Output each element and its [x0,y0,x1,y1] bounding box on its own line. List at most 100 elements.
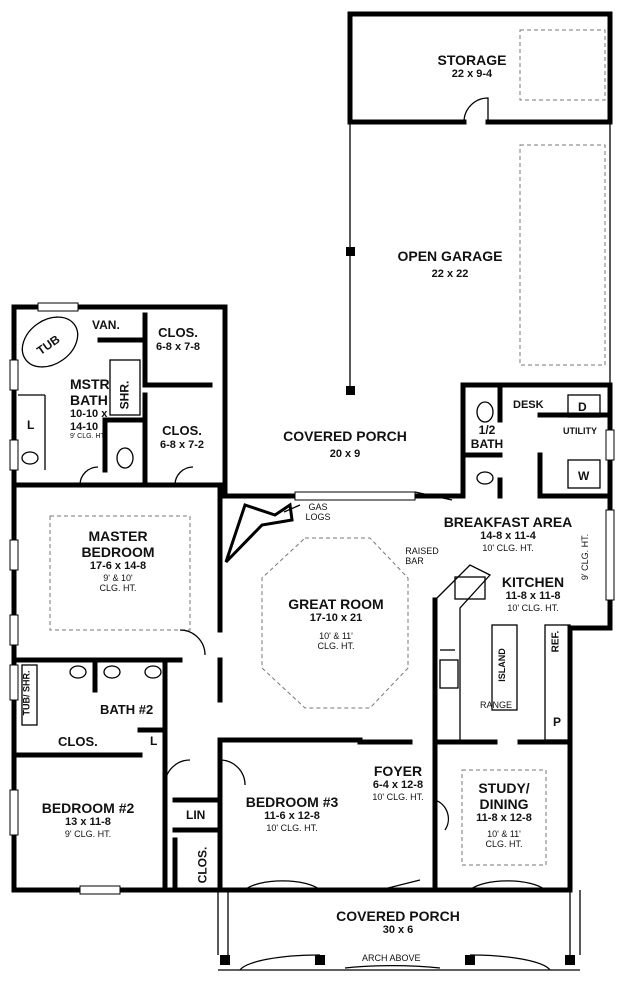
clos1-name: CLOS. [158,325,198,340]
clos3-label: CLOS. [58,734,98,749]
foyer-dims: 6-4 x 12-8 [372,779,424,792]
gas-logs-1: GAS [308,502,328,512]
clos4-label: CLOS. [195,846,210,884]
storage-dims: 22 x 9-4 [451,68,493,81]
great-room-name: GREAT ROOM [288,596,384,612]
study-clg2: CLG. HT. [485,839,523,850]
master-clg1: 9' & 10' [103,572,133,583]
great-room-label: GREAT ROOM 17-10 x 21 10' & 11' CLG. HT. [288,596,383,651]
garage-name: OPEN GARAGE [397,248,503,264]
porch-front-name: COVERED PORCH [336,908,460,924]
half-bath-name1: 1/2 [478,423,496,437]
d-label: D [578,400,587,414]
porch-back-dims: 20 x 9 [329,448,361,461]
study-label: STUDY/ DINING 11-8 x 12-8 10' & 11' CLG.… [476,780,532,850]
kitchen-dims: 11-8 x 11-8 [505,590,561,603]
raised-bar-2: BAR [405,556,424,567]
porch-back-name: COVERED PORCH [283,428,407,444]
kitchen-label: KITCHEN 11-8 x 11-8 10' CLG. HT. [502,574,564,613]
side-clg-label: 9' CLG. HT. [580,533,591,581]
bedroom2-dims: 13 x 11-8 [65,816,111,829]
study-name1: STUDY/ [478,780,530,796]
study-dims: 11-8 x 12-8 [476,812,532,825]
study-clg1: 10' & 11' [487,828,521,839]
master-name2: BEDROOM [81,544,155,561]
ref-label: REF. [550,630,562,653]
kitchen-clg: 10' CLG. HT. [507,602,559,613]
p-label: P [553,715,562,729]
clos2-name: CLOS. [162,423,202,438]
clos2-label: CLOS. 6-8 x 7-2 [159,423,205,452]
front-porch [217,880,581,971]
foyer-name: FOYER [373,763,423,779]
desk-label: DESK [513,399,544,411]
half-bath-label: 1/2 BATH [470,423,504,452]
porch-front-dims: 30 x 6 [382,924,414,937]
clos1-label: CLOS. 6-8 x 7-8 [155,325,201,354]
island-label: ISLAND [496,648,507,682]
range-label: RANGE [480,700,513,710]
breakfast-clg: 10' CLG. HT. [482,542,534,553]
bath2-label: BATH #2 [100,702,154,717]
bedroom3-dims: 11-6 x 12-8 [264,810,320,823]
bedroom2-label: BEDROOM #2 13 x 11-8 9' CLG. HT. [42,800,135,839]
bedroom3-name: BEDROOM #3 [245,794,339,810]
gas-logs-label: GAS LOGS [305,502,330,523]
master-ceiling [49,515,191,631]
breakfast-label: BREAKFAST AREA 14-8 x 11-4 10' CLG. HT. [444,514,573,553]
kitchen-counters [434,564,571,742]
mstr-bath-name1: MSTR [70,376,110,392]
bedroom2-name: BEDROOM #2 [41,800,135,816]
mstr-bath-dims2: 14-10 [70,420,99,433]
garage-dims: 22 x 22 [431,268,469,281]
great-room-ceiling [261,537,409,709]
fireplace [224,502,301,564]
arch-label: ARCH ABOVE [362,953,421,963]
bedroom2-clg: 9' CLG. HT. [64,828,112,839]
interior-walls [11,312,613,893]
half-bath-name2: BATH [470,436,504,451]
lin-label: LIN [186,808,206,822]
l2-label: L [150,734,158,748]
master-dims: 17-6 x 14-8 [89,560,147,573]
porch-back-label: COVERED PORCH 20 x 9 [283,428,407,461]
doors [79,466,453,891]
l1-label: L [27,418,35,432]
great-room-dims: 17-10 x 21 [309,612,363,625]
master-name1: MASTER [88,528,148,544]
storage-label: STORAGE 22 x 9-4 [438,52,507,81]
clos2-dims: 6-8 x 7-2 [159,438,205,451]
mstr-bath-clg: 9' CLG. HT. [70,433,106,441]
great-room-clg2: CLG. HT. [317,641,355,652]
foyer-label: FOYER 6-4 x 12-8 10' CLG. HT. [372,763,423,802]
gas-logs-2: LOGS [305,512,331,523]
raised-bar-1: RAISED [405,546,439,556]
garage-walls [346,11,613,395]
storage-name: STORAGE [437,52,507,68]
porch-front-label: COVERED PORCH 30 x 6 [336,908,460,937]
clos1-dims: 6-8 x 7-8 [155,340,201,353]
great-room-clg1: 10' & 11' [319,630,353,641]
master-bedroom-label: MASTER BEDROOM 17-6 x 14-8 9' & 10' CLG.… [81,528,154,594]
foyer-clg: 10' CLG. HT. [372,791,424,802]
study-name2: DINING [479,796,529,813]
breakfast-dims: 14-8 x 11-4 [480,530,536,543]
bedroom3-clg: 10' CLG. HT. [266,822,318,833]
bath-fixtures [18,316,601,726]
van-label: VAN. [92,318,120,332]
tub-shr-label: TUB/ SHR. [21,670,32,716]
mstr-bath-dims1: 10-10 x [70,408,108,421]
windows [9,302,615,895]
utility-label: UTILITY [563,426,597,436]
breakfast-name: BREAKFAST AREA [443,514,573,530]
raised-bar-label: RAISED BAR [405,546,439,567]
study-ceiling [461,769,547,866]
mstr-bath-label: MSTR BATH 10-10 x 14-10 9' CLG. HT. [70,376,110,442]
shr-label: SHR. [117,380,132,410]
mstr-bath-name2: BATH [70,392,108,409]
kitchen-name: KITCHEN [501,574,565,590]
w-label: W [578,469,590,483]
bedroom3-label: BEDROOM #3 11-6 x 12-8 10' CLG. HT. [246,794,339,833]
garage-label: OPEN GARAGE 22 x 22 [397,248,502,281]
